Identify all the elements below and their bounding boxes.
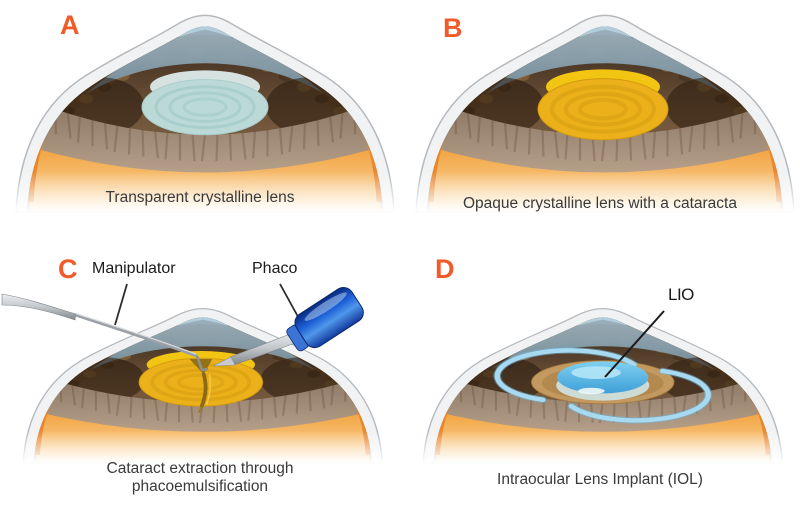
eye-illustration-iol-implant: [400, 253, 800, 506]
panel-letter-d: D: [435, 254, 455, 284]
panel-letter-c: C: [58, 254, 78, 284]
panel-c-caption: Cataract extraction through phacoemulsif…: [0, 460, 400, 496]
panel-a: A Transparent crystalline lens: [0, 0, 400, 253]
caption-line: Intraocular Lens Implant (IOL): [497, 471, 703, 488]
caption-line: Cataract extraction through: [106, 460, 294, 477]
eye-illustration-cataract-lens: [400, 0, 800, 253]
panel-d: D LIO Intraocular Lens Implant (IOL): [400, 253, 800, 506]
panel-letter-b: B: [443, 13, 463, 43]
panel-a-caption: Transparent crystalline lens: [0, 189, 400, 207]
panel-c: C Manipulator Phaco Cataract extraction …: [0, 253, 400, 506]
eye-illustration-transparent-lens: [0, 0, 400, 253]
caption-line: Opaque crystalline lens with a cataracta: [463, 195, 737, 212]
phaco-label: Phaco: [252, 260, 298, 277]
manipulator-label: Manipulator: [92, 260, 176, 277]
panel-b: B Opaque crystalline lens with a catarac…: [400, 0, 800, 253]
lio-label: LIO: [668, 285, 694, 304]
eye-illustration-phacoemulsification: [0, 253, 400, 506]
panel-d-caption: Intraocular Lens Implant (IOL): [400, 471, 800, 489]
caption-line: Transparent crystalline lens: [105, 189, 295, 206]
panel-letter-a: A: [60, 10, 80, 40]
panel-b-caption: Opaque crystalline lens with a cataracta: [400, 195, 800, 213]
caption-line: phacoemulsification: [131, 478, 269, 495]
